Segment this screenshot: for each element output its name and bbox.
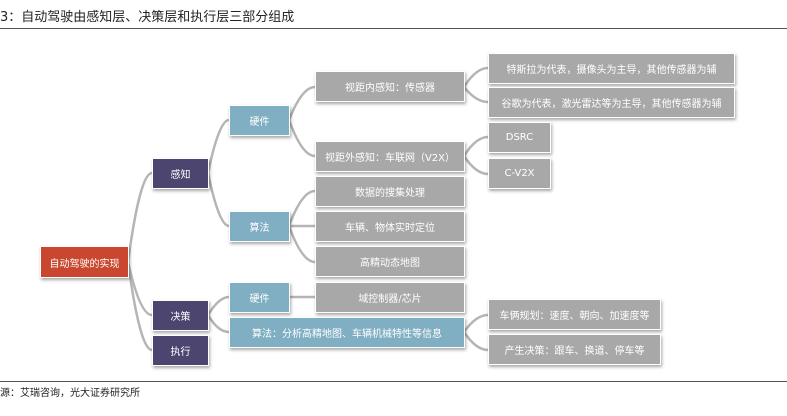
link-inrange-google: [463, 86, 489, 104]
algorithm-item-node: 车辆、物体实时定位: [315, 211, 465, 242]
source-note: 源：艾瑞咨询，光大证券研究所: [0, 388, 140, 399]
link-root-execution: [126, 261, 153, 352]
perception-node: 感知: [152, 158, 209, 189]
link-outrange-cv2x: [462, 155, 489, 176]
decision-hardware-node: 硬件: [229, 282, 290, 313]
sensor-route-node: 特斯拉为代表，摄像头为主导，其他传感器为辅: [488, 53, 735, 84]
link-decision-hardware: [206, 295, 230, 316]
perception-hardware-node: 硬件: [229, 105, 290, 136]
link-algorithm-collect: [287, 189, 316, 227]
algorithm-item-node: 数据的搜集处理: [315, 176, 465, 207]
link-root-perception: [126, 171, 153, 263]
link-dalgorithm-plan: [462, 313, 489, 333]
link-outrange-dsrc: [462, 135, 489, 157]
decision-output-node: 产生决策：跟车、换道、停车等: [488, 334, 661, 365]
link-perception-algorithm: [206, 172, 230, 228]
v2x-standard-node: C-V2X: [488, 158, 551, 189]
link-perception-hardware: [206, 118, 230, 174]
in-range-sensing-node: 视距内感知：传感器: [315, 71, 465, 102]
domain-controller-node: 域控制器/芯片: [315, 282, 465, 313]
link-inrange-tesla: [462, 66, 489, 88]
link-hardware-outrange: [287, 119, 316, 158]
link-algorithm-map: [287, 225, 316, 264]
bottom-divider: [0, 381, 787, 382]
figure-title: 3：自动驾驶由感知层、决策层和执行层三部分组成: [0, 10, 295, 25]
link-dalgorithm-decide: [462, 331, 489, 352]
link-decision-algorithm: [206, 314, 230, 334]
v2x-standard-node: DSRC: [488, 122, 551, 153]
algorithm-item-node: 高精动态地图: [315, 246, 465, 277]
root-node: 自动驾驶的实现: [40, 246, 129, 278]
execution-node: 执行: [152, 335, 209, 366]
perception-algorithm-node: 算法: [229, 211, 290, 242]
decision-output-node: 车俩规划：速度、朝向、加速度等: [488, 299, 661, 330]
decision-algorithm-node: 算法：分析高精地图、车辆机械特性等信息: [229, 317, 465, 348]
decision-node: 决策: [152, 300, 209, 331]
link-hardware-inrange: [287, 85, 316, 121]
sensor-route-node: 谷歌为代表，激光雷达等为主导，其他传感器为辅: [488, 87, 735, 118]
top-divider: [0, 28, 787, 29]
out-range-sensing-node: 视距外感知：车联网（V2X）: [315, 141, 465, 172]
